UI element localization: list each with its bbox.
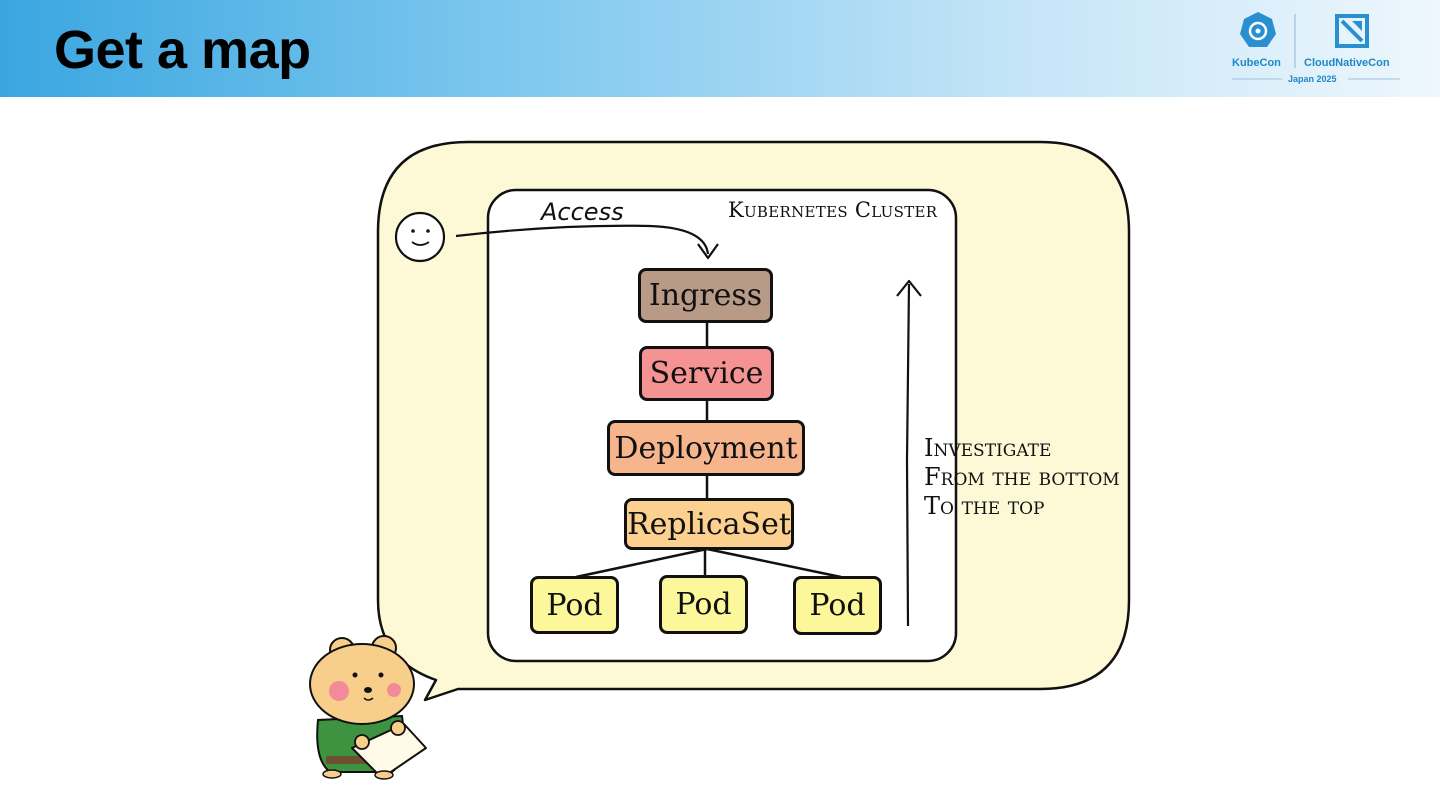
cloudnativecon-wordmark: CloudNativeCon — [1304, 57, 1390, 69]
event-logo: KubeCon CloudNativeCon Japan 2025 — [1226, 10, 1416, 90]
pod-node: Pod — [659, 575, 748, 634]
cloudnativecon-icon — [1335, 14, 1369, 48]
replicaset-node: ReplicaSet — [624, 498, 794, 550]
service-node: Service — [639, 346, 774, 401]
access-label: Access — [541, 198, 624, 226]
pod-node: Pod — [530, 576, 619, 634]
header-banner — [0, 0, 1440, 97]
cluster-label: Kubernetes Cluster — [728, 198, 938, 222]
investigate-line: To the top — [924, 492, 1045, 520]
slide-title: Get a map — [54, 20, 311, 80]
bear-mascot-icon — [309, 635, 427, 780]
event-year-label: Japan 2025 — [1288, 74, 1337, 84]
investigate-line: From the bottom — [924, 463, 1120, 491]
access-arrow — [455, 224, 710, 255]
investigate-line: Investigate — [924, 434, 1052, 462]
ingress-node: Ingress — [638, 268, 773, 323]
investigate-note: Investigate From the bottom To the top — [924, 434, 1120, 521]
deployment-node: Deployment — [607, 420, 805, 476]
kubecon-wordmark: KubeCon — [1232, 57, 1281, 69]
pod-node: Pod — [793, 576, 882, 635]
investigate-arrow — [905, 283, 911, 627]
user-face-icon — [394, 211, 446, 263]
event-logo-graphic — [1232, 12, 1400, 80]
